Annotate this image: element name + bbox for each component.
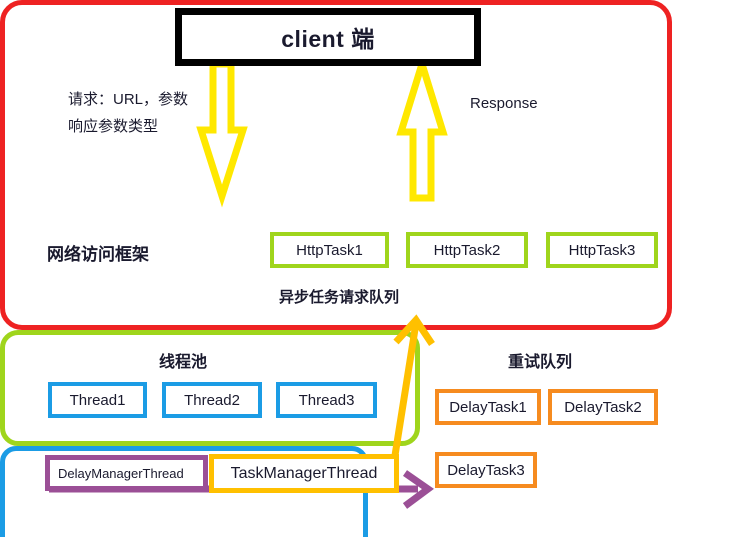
task-manager-thread[interactable]: TaskManagerThread xyxy=(209,454,399,493)
thread-3[interactable]: Thread3 xyxy=(276,382,377,418)
framework-title: 网络访问框架 xyxy=(47,245,149,264)
http-task-3[interactable]: HttpTask3 xyxy=(546,232,658,268)
request-annotation: 请求：URL，参数 响应参数类型 xyxy=(68,91,189,135)
http-task-1[interactable]: HttpTask1 xyxy=(270,232,389,268)
response-annotation: Response xyxy=(470,95,538,112)
network-framework-container xyxy=(0,0,672,330)
async-task-queue-label: 异步任务请求队列 xyxy=(279,289,400,306)
delay-task-1[interactable]: DelayTask1 xyxy=(435,389,541,425)
delay-task-3[interactable]: DelayTask3 xyxy=(435,452,537,488)
delay-dispatch-arrow-head xyxy=(402,470,435,509)
http-task-2[interactable]: HttpTask2 xyxy=(406,232,528,268)
retry-queue-title: 重试队列 xyxy=(508,354,573,371)
thread-1[interactable]: Thread1 xyxy=(48,382,147,418)
delay-task-2[interactable]: DelayTask2 xyxy=(548,389,658,425)
delay-manager-thread[interactable]: DelayManagerThread xyxy=(45,455,208,491)
thread-2[interactable]: Thread2 xyxy=(162,382,262,418)
thread-pool-title: 线程池 xyxy=(159,354,208,371)
client-box[interactable]: client 端 xyxy=(175,8,481,66)
